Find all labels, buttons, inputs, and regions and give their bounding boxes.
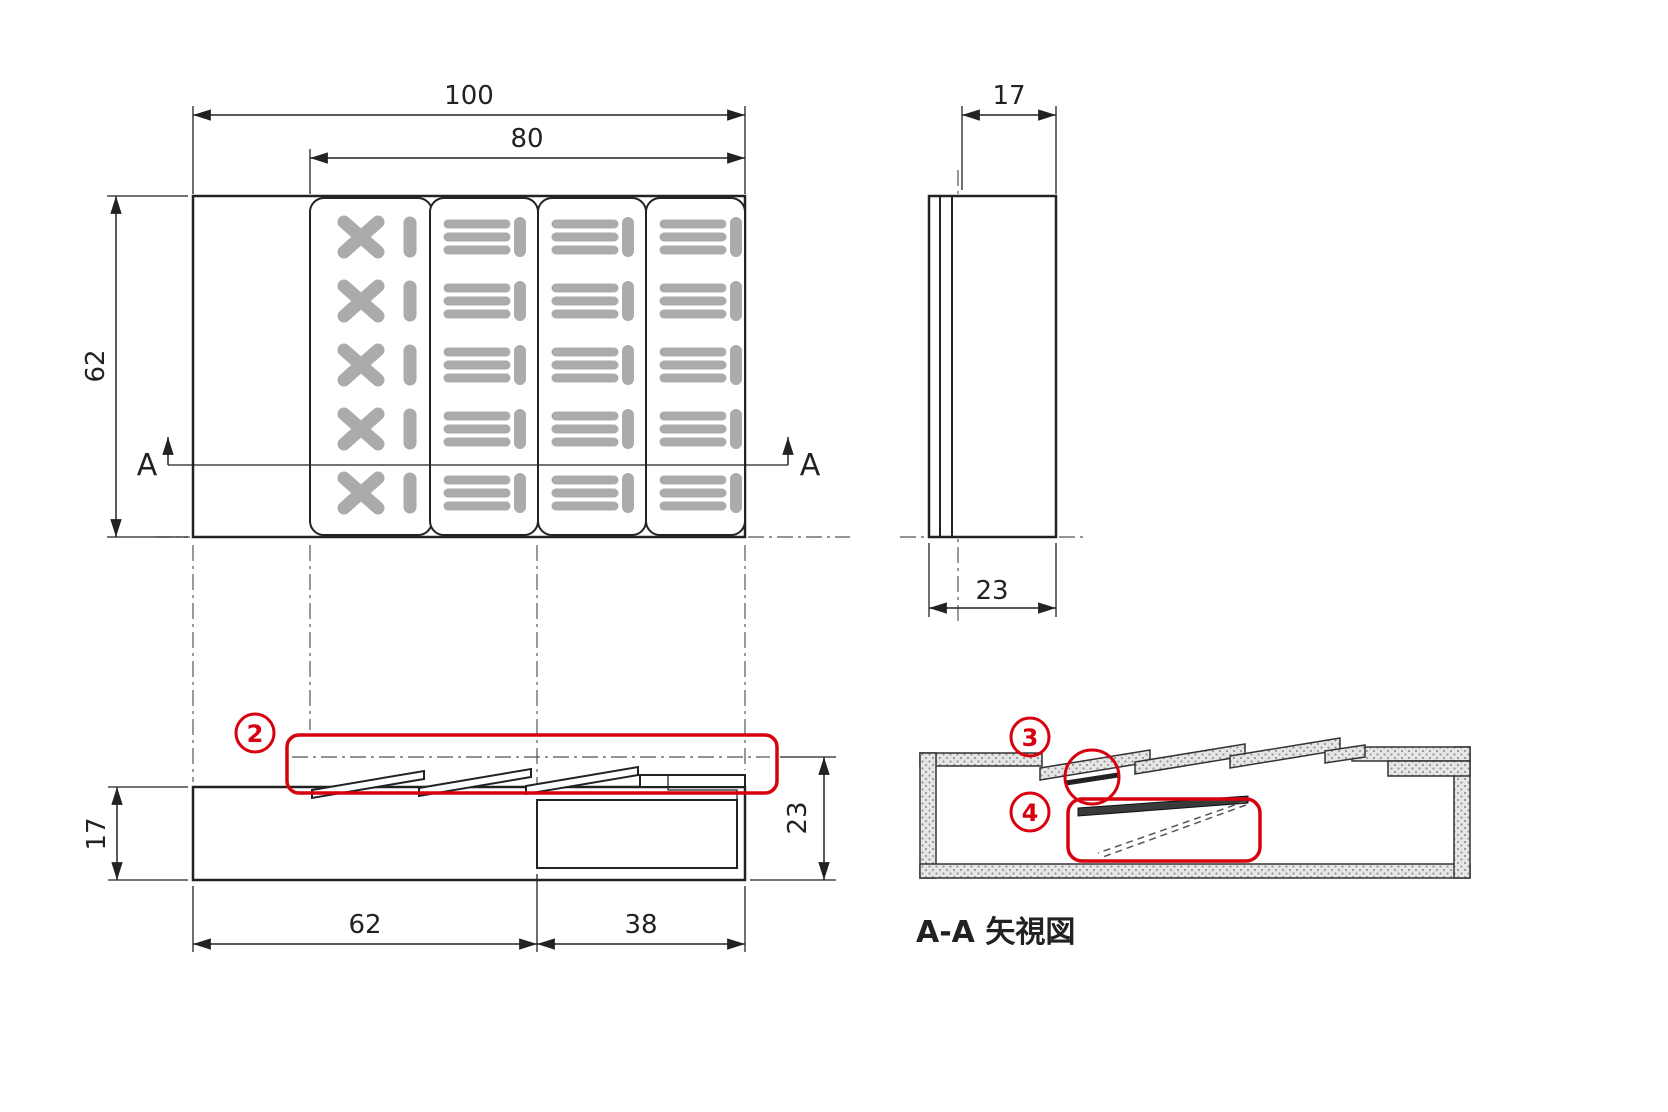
dim-80: 80 [510,124,543,154]
callout-4-box [1066,797,1262,863]
flap-open-position [1097,800,1247,854]
section-view: 3 4 A-A 矢視図 [916,716,1471,950]
section-right-step [1387,760,1471,777]
section-bottom-plate [919,863,1471,879]
plan-view: A A 100 80 62 [81,81,821,539]
dim-100: 100 [444,81,494,111]
section-cut-material [919,737,1471,879]
front-plate-step [667,775,738,800]
flap-open-position [1099,804,1247,859]
front-dimensions: 17 23 62 38 [82,756,836,952]
section-louver-slat [1324,744,1366,764]
dim-17-side: 17 [992,81,1025,111]
dim-38-front: 38 [624,910,657,940]
callout-2-number: 2 [247,720,264,748]
front-recess [536,799,738,869]
dim-62: 62 [81,349,111,382]
front-view: 2 17 23 62 38 [82,712,836,952]
section-louver-slat [1039,749,1151,781]
section-louver-slat [1229,737,1341,769]
plan-dimensions: 100 80 62 [81,81,746,538]
side-dimensions: 17 23 [928,81,1057,617]
callout-4-number: 4 [1022,799,1039,827]
section-line-AA: A A [137,437,821,483]
dim-62-front: 62 [348,910,381,940]
side-view: 17 23 [927,81,1058,617]
section-left-wall [919,752,937,879]
callout-2-box [285,733,779,795]
section-caption: A-A 矢視図 [916,915,1075,950]
callout-4-annotation: 4 [1009,791,1262,863]
callout-2-annotation: 2 [234,712,779,795]
callout-3-number: 3 [1022,724,1039,752]
section-right-plate [1351,746,1471,762]
callout-3-circle [1009,716,1051,758]
callout-3-annotation: 3 [1009,716,1121,806]
section-louver-slat [1134,743,1246,775]
dim-23-side: 23 [975,576,1008,606]
section-label-a-left: A [137,448,158,483]
side-body-outline [927,194,1058,539]
section-latch [1065,772,1119,786]
front-right-plate [639,774,746,788]
dim-17-front: 17 [82,817,112,850]
callout-3-ring [1063,748,1121,806]
callout-2-circle [234,712,276,754]
callout-4-circle [1009,791,1051,833]
section-label-a-right: A [800,448,821,483]
dim-23-front: 23 [783,801,813,834]
